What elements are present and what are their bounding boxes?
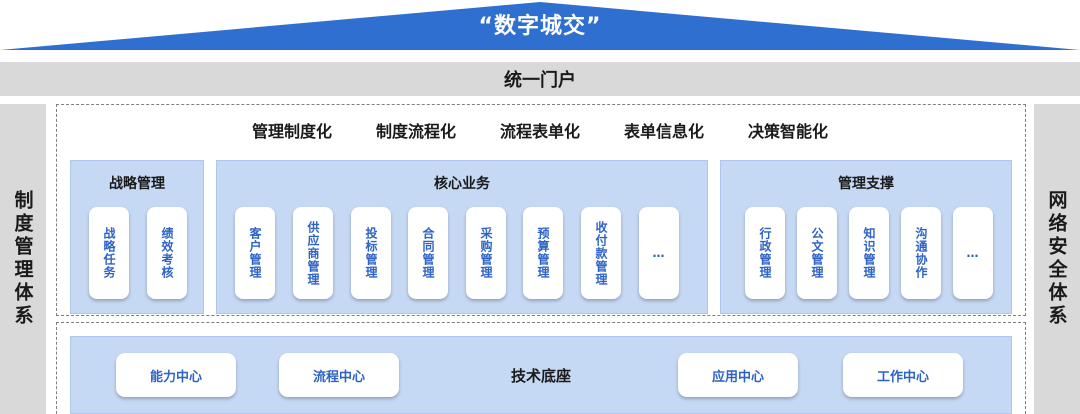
module-label: 战略任务 xyxy=(102,227,116,279)
module-card[interactable]: 客户管理 xyxy=(235,207,275,299)
more-label: … xyxy=(652,246,666,260)
center-pill[interactable]: 工作中心 xyxy=(843,353,963,397)
module-card[interactable]: 投标管理 xyxy=(351,207,391,299)
group-core-business: 核心业务 客户管理 供应商管理 投标管理 合同管理 采购管理 预算管理 收付款管… xyxy=(216,160,708,314)
principle-item: 制度流程化 xyxy=(375,122,456,141)
center-label: 流程中心 xyxy=(312,369,365,385)
group-strategy: 战略管理 战略任务 绩效考核 xyxy=(70,160,204,314)
center-label: 应用中心 xyxy=(711,369,764,385)
roof-banner xyxy=(0,2,1080,50)
module-label: 行政管理 xyxy=(758,227,772,279)
group-title: 管理支撑 xyxy=(838,176,894,192)
module-label: 合同管理 xyxy=(421,227,435,279)
business-area xyxy=(56,104,1026,316)
right-pillar-label: 网络安全体系 xyxy=(1045,190,1068,328)
module-label: 收付款管理 xyxy=(594,220,608,286)
module-card[interactable]: 收付款管理 xyxy=(581,207,621,299)
left-pillar-label: 制度管理体系 xyxy=(11,190,34,328)
principle-item: 表单信息化 xyxy=(624,122,705,141)
tech-area xyxy=(56,322,1026,414)
center-pill[interactable]: 能力中心 xyxy=(116,353,236,397)
module-card[interactable]: 战略任务 xyxy=(89,207,129,299)
left-pillar: 制度管理体系 xyxy=(0,104,46,414)
more-label: … xyxy=(966,246,980,260)
module-label: 采购管理 xyxy=(479,227,493,279)
module-label: 知识管理 xyxy=(862,227,876,279)
module-card[interactable]: 供应商管理 xyxy=(293,207,333,299)
center-pill[interactable]: 流程中心 xyxy=(279,353,399,397)
module-card[interactable]: 行政管理 xyxy=(745,207,785,299)
module-card[interactable]: 沟通协作 xyxy=(901,207,941,299)
right-pillar: 网络安全体系 xyxy=(1034,104,1080,414)
principle-item: 决策智能化 xyxy=(748,122,829,141)
center-label: 能力中心 xyxy=(149,369,202,385)
module-label: 客户管理 xyxy=(248,227,262,279)
module-label: 预算管理 xyxy=(536,227,550,279)
module-card[interactable]: 采购管理 xyxy=(466,207,506,299)
module-card[interactable]: 绩效考核 xyxy=(147,207,187,299)
group-title: 核心业务 xyxy=(434,176,490,192)
module-label: 供应商管理 xyxy=(306,220,320,286)
principle-item: 管理制度化 xyxy=(251,122,332,141)
center-label: 工作中心 xyxy=(876,369,929,385)
principles-row: 管理制度化 制度流程化 流程表单化 表单信息化 决策智能化 xyxy=(70,118,1010,146)
module-card[interactable]: 合同管理 xyxy=(408,207,448,299)
group-management-support: 管理支撑 行政管理 公文管理 知识管理 沟通协作 … xyxy=(720,160,1012,314)
tech-base-panel: 能力中心 流程中心 技术底座 应用中心 工作中心 xyxy=(70,336,1012,414)
principle-item: 流程表单化 xyxy=(499,122,580,141)
tech-base-title: 技术底座 xyxy=(510,367,571,385)
module-label: 投标管理 xyxy=(364,227,378,279)
module-label: 绩效考核 xyxy=(160,227,174,279)
module-card[interactable]: 知识管理 xyxy=(849,207,889,299)
module-card[interactable]: 预算管理 xyxy=(523,207,563,299)
more-card[interactable]: … xyxy=(639,207,679,299)
group-title: 战略管理 xyxy=(109,176,165,192)
center-pill[interactable]: 应用中心 xyxy=(678,353,798,397)
module-card[interactable]: 公文管理 xyxy=(797,207,837,299)
unified-portal-bar: 统一门户 xyxy=(0,62,1080,96)
platform-title: “数字城交” xyxy=(478,14,602,39)
module-label: 公文管理 xyxy=(810,227,824,279)
more-card[interactable]: … xyxy=(953,207,993,299)
module-label: 沟通协作 xyxy=(914,227,928,279)
